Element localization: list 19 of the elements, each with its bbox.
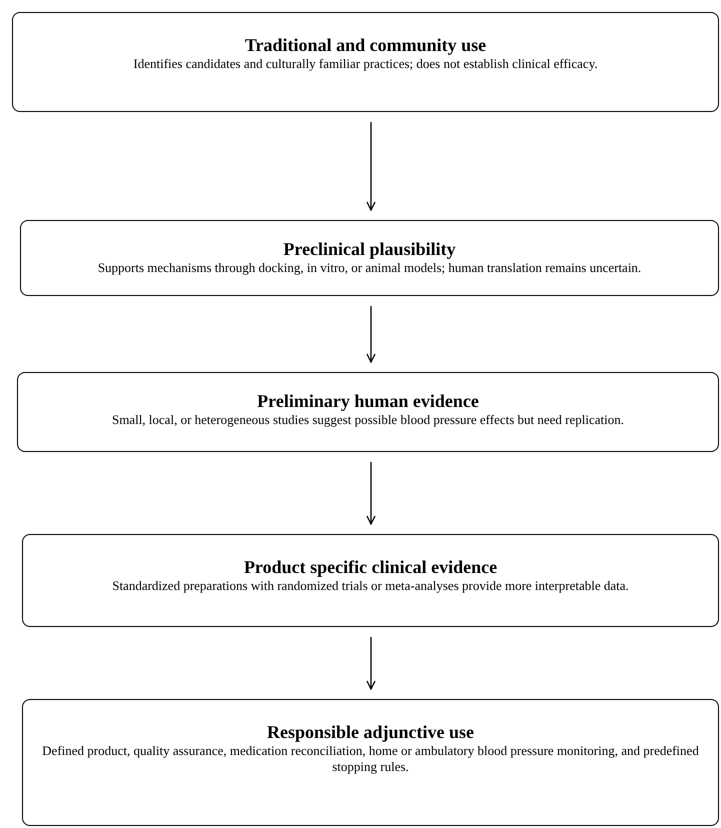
stage-box (22, 699, 719, 826)
stage-box (22, 534, 719, 627)
arrow (366, 306, 376, 363)
stage-description: Small, local, or heterogeneous studies suggest possible blood pressure effects but need replication. (112, 412, 624, 428)
stage-title: Traditional and community use (244, 35, 486, 56)
stage-title: Preclinical plausibility (283, 239, 456, 260)
stage-title: Product specific clinical evidence (244, 557, 498, 578)
arrow (366, 122, 376, 211)
stage-description: Identifies candidates and culturally familiar practices; does not establish clinical efficacy. (133, 56, 598, 72)
stage-description: Standardized preparations with randomized trials or meta-analyses provide more interpretable data. (112, 578, 629, 594)
arrow (366, 637, 376, 690)
stage-description: Defined product, quality assurance, medication reconciliation, home or ambulatory blood pressure monitoring, and predefined stopping rules. (41, 743, 700, 775)
arrow (366, 462, 376, 525)
stage-box (12, 12, 719, 112)
stage-title: Preliminary human evidence (257, 391, 479, 412)
stage-description: Supports mechanisms through docking, in vitro, or animal models; human translation remains uncertain. (98, 260, 642, 276)
stage-box (17, 372, 719, 452)
stage-box (20, 220, 719, 296)
stage-title: Responsible adjunctive use (266, 722, 474, 743)
